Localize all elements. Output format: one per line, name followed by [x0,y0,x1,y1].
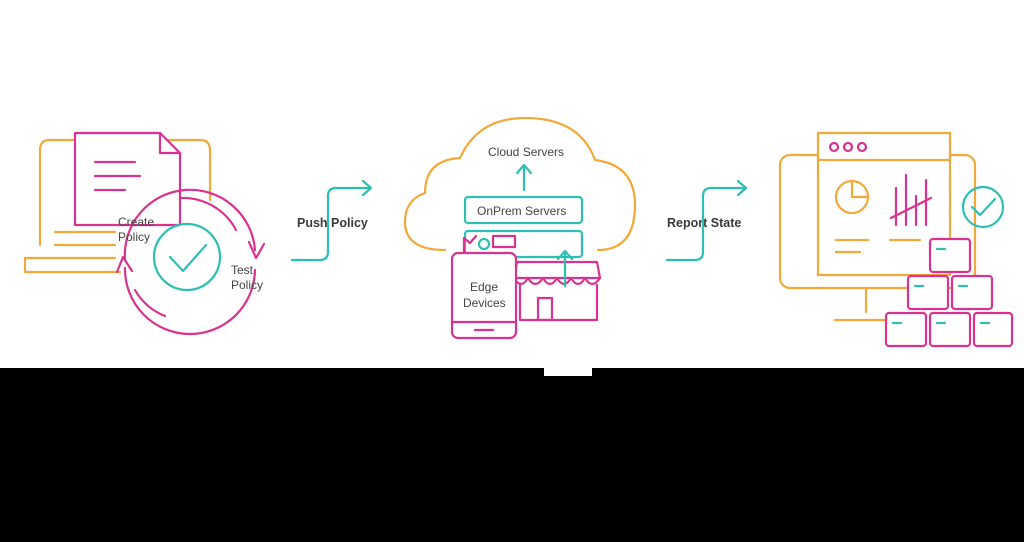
test-policy-label-line2: Policy [231,278,263,292]
cloud-icon [403,116,637,252]
stage-create-test-policy: Create Policy Test Policy [23,131,266,336]
storefront-icon [512,249,602,322]
arrow-right-icon [290,179,373,262]
tablet-icon [450,234,518,340]
stage-dashboard [778,131,1014,348]
band-notch [544,366,592,376]
step-push-policy: Push Policy [290,179,373,262]
checkmark-icon [152,222,222,292]
upload-arrow-icon [515,163,533,192]
pie-chart-icon [834,179,870,215]
push-policy-label: Push Policy [297,216,368,230]
boxes-stack-icon [884,237,1014,348]
bottom-black-band [0,368,1024,542]
cloud-servers-label: Cloud Servers [488,145,564,159]
arrow-right-icon [665,179,748,262]
step-report-state: Report State [665,179,748,262]
bar-chart-icon [889,173,933,227]
edge-devices-label-line2: Devices [463,296,506,310]
report-state-label: Report State [667,216,741,230]
cycle-arrows-icon [115,188,266,336]
dashboard-text-lines [834,238,922,254]
onprem-servers-label: OnPrem Servers [477,204,566,218]
create-policy-label-line1: Create [118,215,154,229]
test-policy-label-line1: Test [231,263,254,277]
checkmark-icon [961,185,1005,229]
browser-window-icon [816,131,952,277]
stage-servers-and-devices: Cloud Servers OnPrem Servers Edge De [403,116,637,340]
edge-devices-label-line1: Edge [470,280,498,294]
create-policy-label-line2: Policy [118,230,150,244]
document-icon [73,131,182,227]
